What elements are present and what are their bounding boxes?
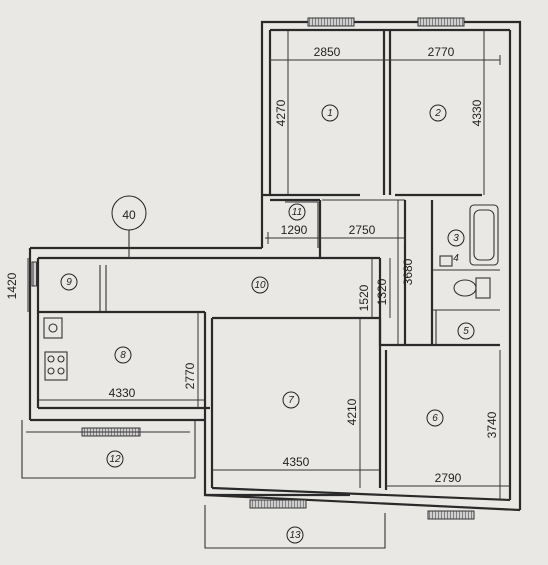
- room-label-5: 5: [463, 326, 469, 337]
- room-label-1: 1: [327, 108, 333, 119]
- room-label-11: 11: [292, 207, 302, 218]
- room-label-10: 10: [254, 280, 266, 291]
- dim-room7-depth: 4210: [345, 398, 359, 425]
- dim-room8-depth: 2770: [183, 362, 197, 389]
- dim-room11-width: 1290: [281, 223, 308, 237]
- room-label-7: 7: [288, 395, 294, 406]
- dim-room6-width: 2790: [435, 471, 462, 485]
- room-label-13: 13: [289, 530, 301, 541]
- outer-walls: [28, 20, 522, 512]
- dimension-lines: [27, 30, 510, 500]
- dim-corridor-width: 2750: [349, 223, 376, 237]
- dim-room2-width: 2770: [428, 45, 455, 59]
- balconies: [21, 420, 386, 549]
- dim-room7-width: 4350: [283, 455, 310, 469]
- dim-bath-depth: 3680: [401, 258, 415, 285]
- dim-entry-depth: 1420: [5, 272, 19, 299]
- room-label-3: 3: [453, 233, 459, 244]
- room-label-9: 9: [66, 277, 72, 288]
- dim-room1-width: 2850: [314, 45, 341, 59]
- room-number-markers: [60, 104, 475, 544]
- dim-room2-depth: 4330: [470, 99, 484, 126]
- room-label-2: 2: [434, 108, 441, 119]
- dim-room1-depth: 4270: [274, 99, 288, 126]
- room-label-12: 12: [109, 454, 121, 465]
- dim-hall-step: 1320: [375, 278, 389, 305]
- dim-room6-depth: 3740: [485, 411, 499, 438]
- dim-room8-width: 4330: [109, 386, 136, 400]
- room-label-6: 6: [432, 413, 438, 424]
- fixtures: [43, 204, 499, 381]
- dim-hall-depth: 1520: [357, 284, 371, 311]
- room-label-4: 4: [453, 253, 459, 264]
- section-number: 40: [122, 208, 136, 222]
- room-label-8: 8: [120, 350, 126, 361]
